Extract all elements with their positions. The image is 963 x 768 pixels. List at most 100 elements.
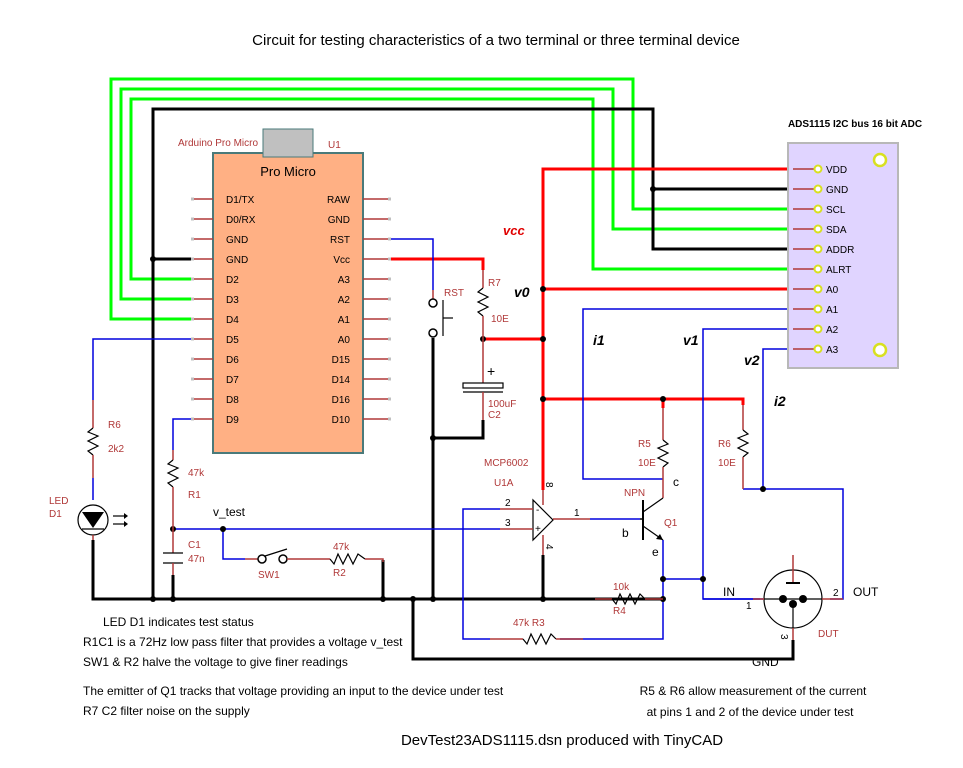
net-label-vcc: vcc [503, 223, 525, 238]
adc-pin-label: ADDR [826, 245, 854, 256]
u1-pin: A2 [338, 295, 391, 306]
q1-collector-label: c [673, 475, 679, 489]
opamp-part: MCP6002 [484, 458, 529, 469]
capacitor-c2: + 100uF C2 [462, 339, 516, 421]
u1-pin-label: D0/RX [226, 215, 256, 226]
u1-pin: D5 [191, 335, 239, 346]
u1-pin: RAW [327, 195, 391, 206]
u1-pin-label: D8 [226, 395, 239, 406]
u1-pin: D10 [332, 415, 391, 426]
resistor-r6: R6 10E [718, 405, 750, 489]
note-line: R5 & R6 allow measurement of the current [640, 684, 867, 698]
wire-d5-led [92, 338, 193, 400]
u1-pin-label: GND [328, 215, 350, 226]
light-emission-icon [113, 513, 128, 527]
switch-sw1[interactable]: SW1 [245, 548, 330, 581]
u1-pin: D6 [191, 355, 239, 366]
wire-vcc-u1 [390, 257, 485, 270]
c1-value: 47n [188, 554, 205, 565]
adc-pin-label: VDD [826, 165, 847, 176]
adc-pin: ALRT [793, 264, 851, 276]
u1-pin-label: D6 [226, 355, 239, 366]
rst-pushbutton: RST [428, 288, 464, 338]
u1-pin-label: GND [226, 255, 248, 266]
dut-gnd-label: GND [752, 655, 779, 669]
adc-title: ADS1115 I2C bus 16 bit ADC [788, 119, 922, 130]
adc-pin-label: SCL [826, 205, 846, 216]
footer-caption: DevTest23ADS1115.dsn produced with TinyC… [401, 732, 723, 749]
q1-emitter-label: e [652, 545, 659, 559]
note-line: The emitter of Q1 tracks that voltage pr… [83, 684, 504, 698]
resistor-r1: 47k R1 [166, 450, 205, 529]
wire-a2 [702, 328, 790, 600]
dut-out-label: OUT [853, 585, 879, 599]
wire-gnd-dut [411, 599, 795, 661]
u1-pin: GND [328, 215, 391, 226]
u1-pin-label: RAW [327, 195, 351, 206]
u1-pin-label: D1/TX [226, 195, 255, 206]
q1-base-label: b [622, 526, 629, 540]
net-label-i1: i1 [593, 332, 605, 348]
net-label-v0: v0 [514, 284, 530, 300]
note-line: SW1 & R2 halve the voltage to give finer… [83, 655, 348, 669]
junctions [150, 186, 766, 602]
adc-pin: SDA [793, 224, 847, 236]
r6-led-value: 2k2 [108, 444, 125, 455]
notes-right: R5 & R6 allow measurement of the current… [640, 684, 867, 719]
ads1115-module: ADS1115 I2C bus 16 bit ADC VDD GND SCL SDA A… [787, 119, 922, 369]
note-line: LED D1 indicates test status [103, 615, 254, 629]
u1-pin-label: RST [330, 235, 350, 246]
adc-pin: A2 [793, 324, 839, 336]
r1-value: 47k [188, 468, 205, 479]
sw1-ref: SW1 [258, 570, 280, 581]
c2-value: 100uF [488, 399, 516, 410]
c2-plus-sign: + [487, 363, 495, 379]
adc-pin-label: ALRT [826, 265, 851, 276]
note-line: R7 C2 filter noise on the supply [83, 704, 250, 718]
u1-pin-label: D9 [226, 415, 239, 426]
adc-pin: VDD [793, 164, 847, 176]
r7-value: 10E [491, 314, 509, 325]
r4-ref: R4 [613, 606, 626, 617]
u1-pin: D7 [191, 375, 239, 386]
wire-rst [390, 238, 434, 290]
adc-pin: GND [793, 184, 848, 196]
schematic-title: Circuit for testing characteristics of a… [252, 32, 740, 49]
u1-pin: GND [191, 235, 248, 246]
r7-ref: R7 [488, 278, 501, 289]
resistor-r3: 47k R3 [490, 618, 583, 646]
adc-pin-label: GND [826, 185, 848, 196]
adc-pin: SCL [793, 204, 846, 216]
wire-sda [119, 87, 790, 301]
opamp-pin3: 3 [505, 518, 511, 529]
r4-value: 10k [613, 582, 630, 593]
adc-pin: A1 [793, 304, 839, 316]
adc-pin-label: SDA [826, 225, 847, 236]
r6-ref: R6 [718, 439, 731, 450]
wire-a1 [582, 308, 790, 480]
u1-pin-label: D14 [332, 375, 351, 386]
c1-ref: C1 [188, 540, 201, 551]
adc-pin-label: A1 [826, 305, 839, 316]
r6-led-ref: R6 [108, 420, 121, 431]
adc-pin: ADDR [793, 244, 854, 256]
capacitor-c1: C1 47n [163, 529, 205, 575]
opamp-ref: U1A [494, 478, 514, 489]
adc-pin: A3 [793, 344, 839, 356]
adc-pin: A0 [793, 284, 839, 296]
u1-name-label: Arduino Pro Micro [178, 138, 258, 149]
u1-ref: U1 [328, 140, 341, 151]
u1-pin-label: GND [226, 235, 248, 246]
opamp-u1a: - + 2 3 1 8 4 MCP6002 U1A [484, 458, 590, 555]
wire-gnd-addr [151, 107, 790, 599]
u1-pin: D0/RX [191, 215, 256, 226]
wire-sw1 [222, 529, 245, 560]
u1-pin: D8 [191, 395, 239, 406]
u1-pin: D15 [332, 355, 391, 366]
u1-pin: A3 [338, 275, 391, 286]
u1-pin-label: D2 [226, 275, 239, 286]
r1-ref: R1 [188, 490, 201, 501]
